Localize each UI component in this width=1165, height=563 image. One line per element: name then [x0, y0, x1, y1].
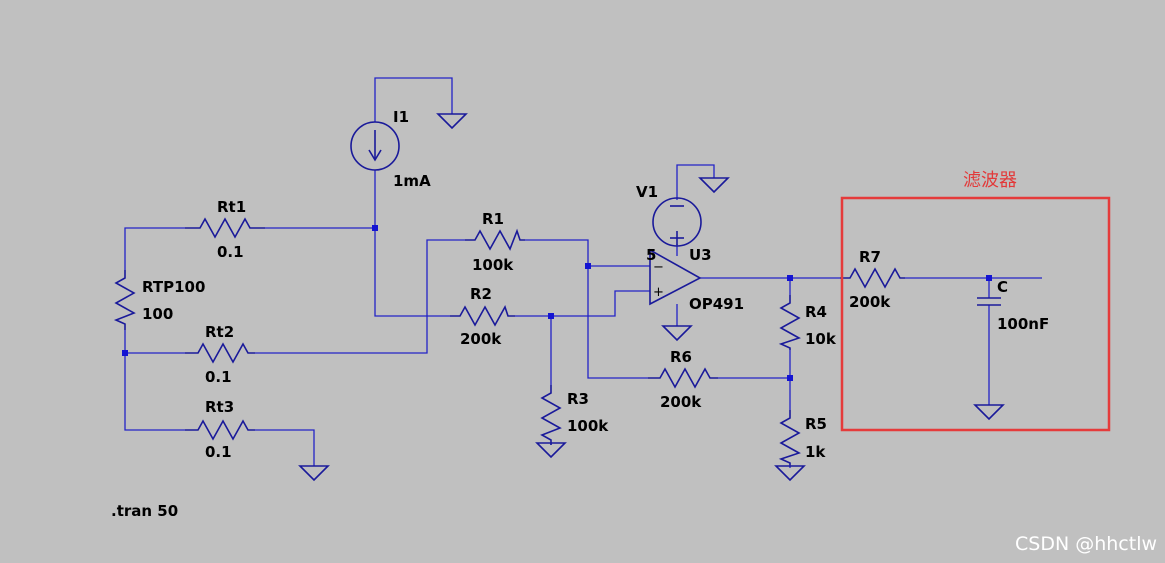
- wires: [124, 77, 1042, 468]
- label-r2-value: 200k: [460, 330, 502, 348]
- label-rtp100-value: 100: [142, 305, 173, 323]
- label-u3-model: OP491: [689, 295, 744, 313]
- wire-rt1-left: [124, 227, 185, 270]
- label-rt2-name: Rt2: [205, 323, 234, 341]
- resistor-rt2: [185, 342, 255, 364]
- resistor-r1: [465, 228, 525, 251]
- label-r7-name: R7: [859, 248, 881, 266]
- current-source-i1: [350, 121, 400, 171]
- opamp-plus-sign: +: [653, 285, 664, 300]
- ground-c: [973, 404, 1005, 421]
- label-r5-name: R5: [805, 415, 827, 433]
- filter-box-label: 滤波器: [963, 170, 1017, 191]
- wire-node-r2: [374, 228, 450, 317]
- label-r5-value: 1k: [805, 443, 826, 461]
- label-rtp100-name: RTP100: [142, 278, 205, 296]
- ground-u3: [661, 325, 693, 342]
- resistor-r5: [778, 410, 801, 465]
- label-r3-name: R3: [567, 390, 589, 408]
- label-r7-value: 200k: [849, 293, 891, 311]
- label-r4-name: R4: [805, 303, 827, 321]
- label-rt1-value: 0.1: [217, 243, 244, 261]
- label-r1-name: R1: [482, 210, 504, 228]
- wire-i1-top: [374, 77, 453, 122]
- wire-r1-right: [525, 239, 650, 267]
- capacitor-c: [977, 297, 1001, 306]
- wire-rt3-right: [255, 429, 315, 466]
- label-rt3-value: 0.1: [205, 443, 232, 461]
- label-c-name: C: [997, 278, 1008, 296]
- voltage-source-v1: [652, 197, 702, 247]
- opamp-u3: [649, 248, 702, 306]
- resistor-r2: [450, 305, 515, 327]
- label-v1-name: V1: [636, 183, 658, 201]
- watermark: CSDN @hhctlw: [1015, 533, 1157, 555]
- label-r1-value: 100k: [472, 256, 514, 274]
- grounds: [298, 113, 1005, 482]
- opamp-minus-sign: −: [653, 260, 664, 275]
- label-r2-name: R2: [470, 285, 492, 303]
- resistor-r3: [540, 385, 562, 445]
- spice-directive: .tran 50: [111, 502, 178, 520]
- label-rt1-name: Rt1: [217, 198, 246, 216]
- label-rt2-value: 0.1: [205, 368, 232, 386]
- resistor-r6: [648, 367, 718, 389]
- label-r3-value: 100k: [567, 417, 609, 435]
- wire-rt2-right: [255, 239, 465, 354]
- wire-v1-top: [676, 164, 715, 200]
- label-c-value: 100nF: [997, 315, 1049, 333]
- label-i1-value: 1mA: [393, 172, 431, 190]
- label-u3-name: U3: [689, 246, 712, 264]
- label-r6-name: R6: [670, 348, 692, 366]
- ground-rt3: [298, 465, 330, 482]
- filter-highlight-box: [840, 196, 1111, 432]
- resistor-r7: [840, 267, 905, 289]
- label-r4-value: 10k: [805, 330, 837, 348]
- wire-rt3-left: [124, 353, 185, 431]
- resistor-rtp100: [113, 270, 136, 330]
- junction-nodes: [122, 225, 992, 381]
- label-rt3-name: Rt3: [205, 398, 234, 416]
- resistor-r4: [778, 295, 801, 350]
- resistor-rt1: [185, 217, 265, 239]
- resistors: [113, 217, 905, 465]
- component-labels: I1 1mA Rt1 0.1 RTP100 100 Rt2 0.1 Rt3 0.…: [142, 108, 1049, 461]
- ground-r5: [774, 465, 806, 482]
- ground-i1: [436, 113, 468, 130]
- ground-r3: [535, 442, 567, 459]
- resistor-rt3: [185, 419, 255, 441]
- label-u3-pin: 5: [646, 246, 656, 264]
- ground-v1: [698, 177, 730, 194]
- label-i1-name: I1: [393, 108, 409, 126]
- wire-r2-right: [515, 290, 650, 317]
- wire-r6-left: [587, 266, 648, 379]
- label-r6-value: 200k: [660, 393, 702, 411]
